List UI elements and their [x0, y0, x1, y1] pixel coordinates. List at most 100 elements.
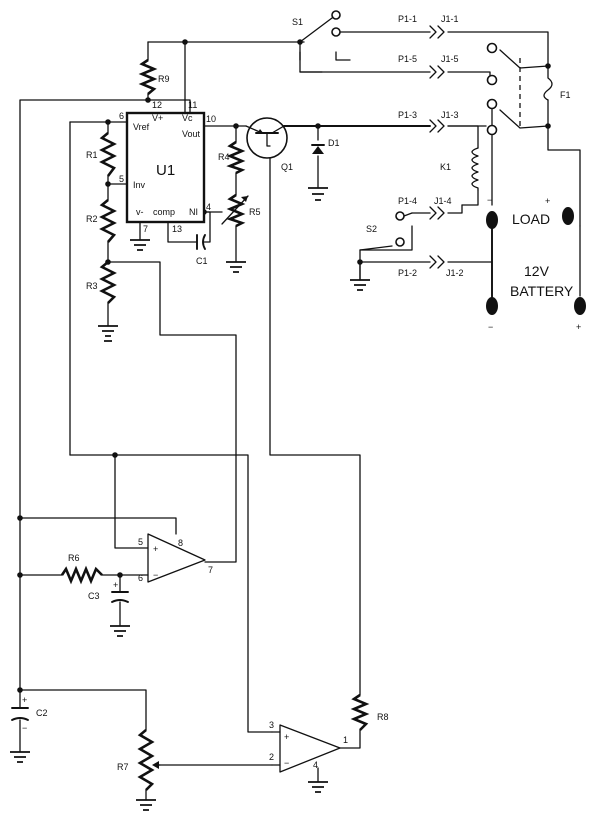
- connectors: P1-1 J1-1 P1-5 J1-5 P1-3 J1-3 P1-4 J1-4 …: [398, 14, 464, 278]
- pin-label: 6: [138, 573, 143, 583]
- ground-symbol: [308, 187, 328, 201]
- q1-label: Q1: [281, 162, 293, 172]
- resistor-r8: R8: [350, 693, 389, 731]
- ic-vout-label: Vout: [182, 129, 201, 139]
- fuse-f1: F1: [543, 65, 571, 101]
- resistor-r3: R3: [86, 261, 117, 304]
- diode-d1: D1: [311, 138, 340, 154]
- c2-label: C2: [36, 708, 48, 718]
- pin-label: 4: [206, 202, 211, 212]
- ic-vref-label: Vref: [133, 122, 150, 132]
- pin-label: 12: [152, 100, 162, 110]
- c3-label: C3: [88, 591, 100, 601]
- relay-contacts: [447, 42, 549, 136]
- d1-label: D1: [328, 138, 340, 148]
- c2-minus: −: [22, 723, 27, 733]
- junction-dot: [117, 572, 123, 578]
- capacitor-c2: + − C2: [11, 695, 48, 733]
- pin-label: 5: [119, 174, 124, 184]
- p1-1-label: P1-1: [398, 14, 417, 24]
- transistor-q1: Q1: [245, 117, 293, 172]
- p1-4-label: P1-4: [398, 196, 417, 206]
- ic-u1: U1 Vref V+ Vc Vout Inv v- comp NI 12 11 …: [119, 100, 216, 234]
- resistor-r9: R9: [138, 58, 170, 95]
- ground-symbol: [130, 239, 150, 251]
- junction-dot: [112, 452, 118, 458]
- potentiometer-r7: R7: [117, 729, 161, 791]
- c1-label: C1: [196, 256, 208, 266]
- ic-vplus-label: V+: [152, 113, 163, 123]
- load-minus: −: [487, 195, 492, 205]
- ground-symbol: [110, 625, 130, 637]
- resistor-r6: R6: [60, 553, 103, 585]
- ground-symbol: [136, 799, 156, 811]
- r3-label: R3: [86, 281, 98, 291]
- opa-minus-sign: −: [153, 570, 158, 580]
- p1-5-label: P1-5: [398, 54, 417, 64]
- battery-minus: −: [488, 322, 493, 332]
- r2-label: R2: [86, 214, 98, 224]
- junction-dot: [145, 97, 151, 103]
- resistor-r2: R2: [86, 199, 117, 243]
- battery-plus: +: [576, 322, 581, 332]
- f1-label: F1: [560, 90, 571, 100]
- capacitor-c3: + C3: [88, 580, 129, 603]
- ic-inv-label: Inv: [133, 180, 146, 190]
- resistor-r1: R1: [86, 132, 117, 177]
- pin-label: 10: [206, 114, 216, 124]
- junction-dot: [17, 687, 23, 693]
- pin-label: 7: [143, 224, 148, 234]
- r1-label: R1: [86, 150, 98, 160]
- r6-label: R6: [68, 553, 80, 563]
- pin-label: 8: [178, 538, 183, 548]
- pin-label: 2: [269, 752, 274, 762]
- potentiometer-r5: R5: [221, 193, 261, 228]
- opb-plus-sign: +: [284, 732, 289, 742]
- s2-label: S2: [366, 224, 377, 234]
- r7-label: R7: [117, 762, 129, 772]
- pin-label: 7: [208, 565, 213, 575]
- capacitor-c1: C1: [196, 234, 208, 266]
- pin-label: 6: [119, 111, 124, 121]
- ic-ni-label: NI: [189, 207, 198, 217]
- junction-dot: [233, 123, 239, 129]
- p1-2-label: P1-2: [398, 268, 417, 278]
- battery-label: BATTERY: [510, 283, 574, 299]
- junction-dot: [17, 572, 23, 578]
- pin-label: 4: [313, 760, 318, 770]
- load: LOAD − +: [486, 195, 574, 229]
- r4-label: R4: [218, 152, 230, 162]
- switch-s2: S2: [359, 211, 413, 251]
- ic-vc-label: Vc: [182, 113, 193, 123]
- c2-plus: +: [22, 695, 27, 705]
- ground-symbol: [350, 279, 370, 291]
- j1-5-label: J1-5: [441, 54, 459, 64]
- junction-dot: [315, 123, 321, 129]
- ic-u1-label: U1: [156, 162, 175, 179]
- junction-dot: [17, 515, 23, 521]
- ground-symbol: [98, 325, 118, 342]
- ground-symbol: [226, 261, 246, 273]
- r8-label: R8: [377, 712, 389, 722]
- battery-voltage-label: 12V: [524, 263, 550, 279]
- junction-dot: [182, 39, 188, 45]
- op-amp-b: + − 3 2 1 4: [269, 720, 348, 773]
- wires: [19, 31, 581, 801]
- r9-label: R9: [158, 74, 170, 84]
- pin-label: 13: [172, 224, 182, 234]
- j1-3-label: J1-3: [441, 110, 459, 120]
- ground-symbol: [10, 751, 30, 763]
- switch-s1: S1: [292, 10, 341, 43]
- resistor-r4: R4: [218, 140, 246, 175]
- j1-4-label: J1-4: [434, 196, 452, 206]
- load-label: LOAD: [512, 211, 550, 227]
- pin-label: 5: [138, 537, 143, 547]
- pin-label: 11: [188, 100, 197, 110]
- r5-label: R5: [249, 207, 261, 217]
- op-amp-a: + − 5 6 7 8: [138, 533, 213, 583]
- relay-coil-k1: K1: [440, 147, 479, 191]
- load-plus: +: [545, 196, 550, 206]
- c3-plus: +: [113, 580, 118, 590]
- k1-label: K1: [440, 162, 451, 172]
